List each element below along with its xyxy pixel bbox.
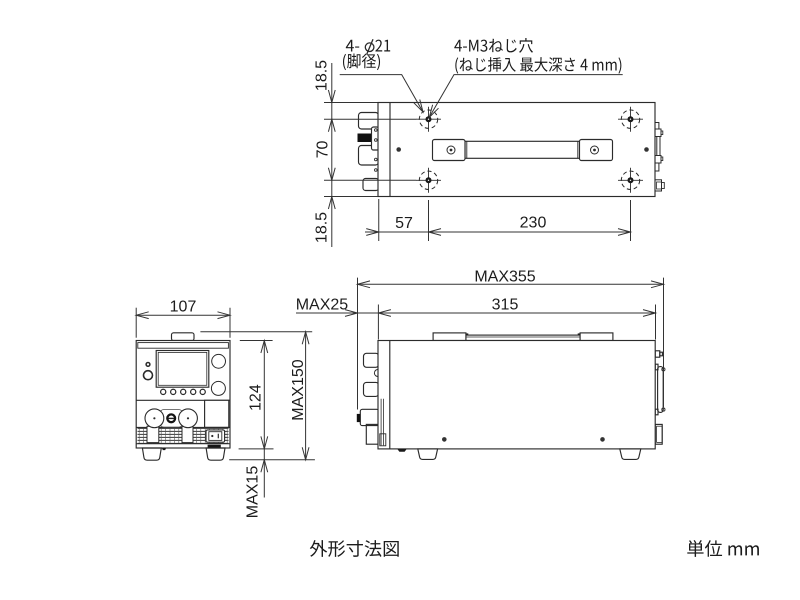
svg-text:MAX355: MAX355 (474, 269, 535, 286)
svg-text:MAX150: MAX150 (290, 359, 307, 420)
svg-text:315: 315 (492, 297, 519, 314)
svg-text:MAX15: MAX15 (245, 466, 262, 519)
svg-text:57: 57 (395, 215, 413, 232)
svg-text:18.5: 18.5 (314, 60, 331, 91)
svg-text:18.5: 18.5 (314, 212, 331, 243)
svg-text:107: 107 (170, 298, 197, 315)
svg-text:70: 70 (315, 141, 332, 159)
svg-text:MAX25: MAX25 (296, 296, 349, 313)
svg-text:230: 230 (520, 214, 547, 231)
svg-text:124: 124 (247, 384, 264, 411)
